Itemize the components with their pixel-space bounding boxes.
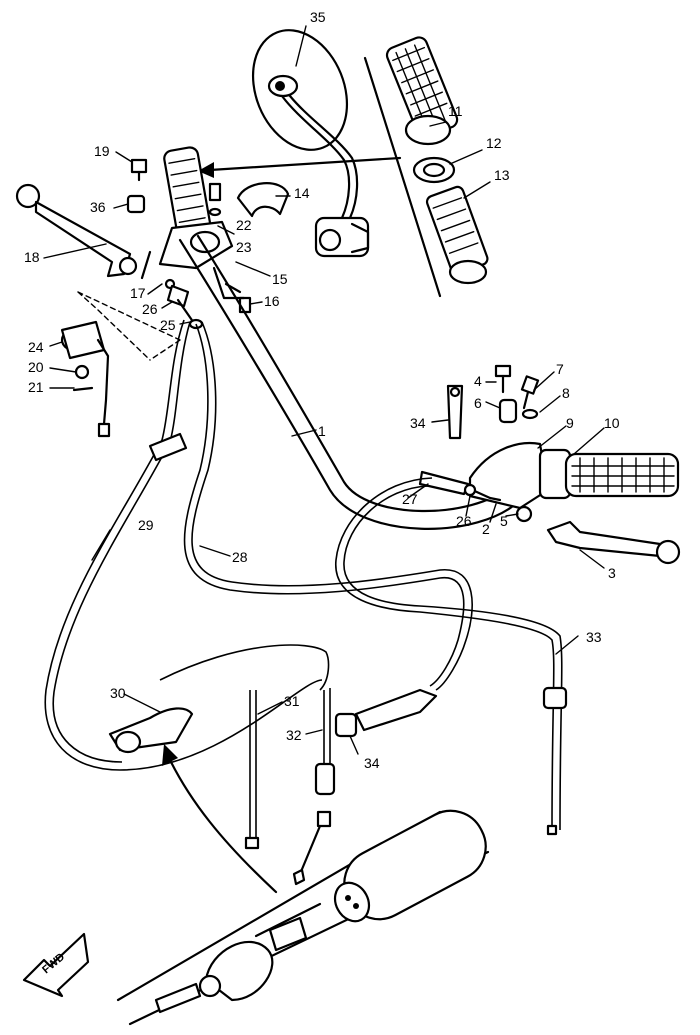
label-3: 3 [608, 565, 616, 581]
left-switch [60, 320, 111, 438]
label-7: 7 [556, 361, 564, 377]
cables [44, 319, 563, 840]
bottom-inset [116, 744, 490, 1026]
label-33: 33 [586, 629, 602, 645]
label-4: 4 [474, 373, 482, 389]
label-18: 18 [24, 249, 40, 265]
label-22: 22 [236, 217, 252, 233]
label-20: 20 [28, 359, 44, 375]
label-12: 12 [486, 135, 502, 151]
label-34-top: 34 [410, 415, 426, 431]
cable-fittings [108, 432, 568, 886]
label-36: 36 [90, 199, 106, 215]
label-30: 30 [110, 685, 126, 701]
label-15: 15 [272, 271, 288, 287]
label-17: 17 [130, 285, 146, 301]
label-21: 21 [28, 379, 44, 395]
label-31: 31 [284, 693, 300, 709]
part-labels: 35 11 12 13 14 19 36 22 23 18 17 26 25 1… [24, 9, 620, 771]
mirror-assembly [251, 29, 370, 258]
label-26-left: 26 [142, 301, 158, 317]
leader-lines [43, 25, 605, 755]
switch-callout [77, 291, 181, 361]
label-8: 8 [562, 385, 570, 401]
label-23: 23 [236, 239, 252, 255]
right-grip-assembly [418, 364, 681, 565]
label-24: 24 [28, 339, 44, 355]
label-10: 10 [604, 415, 620, 431]
inset-arrow [198, 156, 402, 178]
label-28: 28 [232, 549, 248, 565]
left-grip-assembly [15, 146, 290, 330]
label-35: 35 [310, 9, 326, 25]
label-19: 19 [94, 143, 110, 159]
fwd-arrow-icon: FWD [22, 932, 90, 998]
label-34-bottom: 34 [364, 755, 380, 771]
handlebar [178, 234, 522, 530]
label-29: 29 [138, 517, 154, 533]
label-25: 25 [160, 317, 176, 333]
label-5: 5 [500, 513, 508, 529]
label-13: 13 [494, 167, 510, 183]
grip-inset [363, 36, 489, 298]
label-32: 32 [286, 727, 302, 743]
label-1: 1 [318, 423, 326, 439]
label-26-right: 26 [456, 513, 472, 529]
label-9: 9 [566, 415, 574, 431]
label-14: 14 [294, 185, 310, 201]
label-11: 11 [448, 103, 463, 119]
label-16: 16 [264, 293, 280, 309]
label-6: 6 [474, 395, 482, 411]
label-27: 27 [402, 491, 418, 507]
label-2: 2 [482, 521, 490, 537]
